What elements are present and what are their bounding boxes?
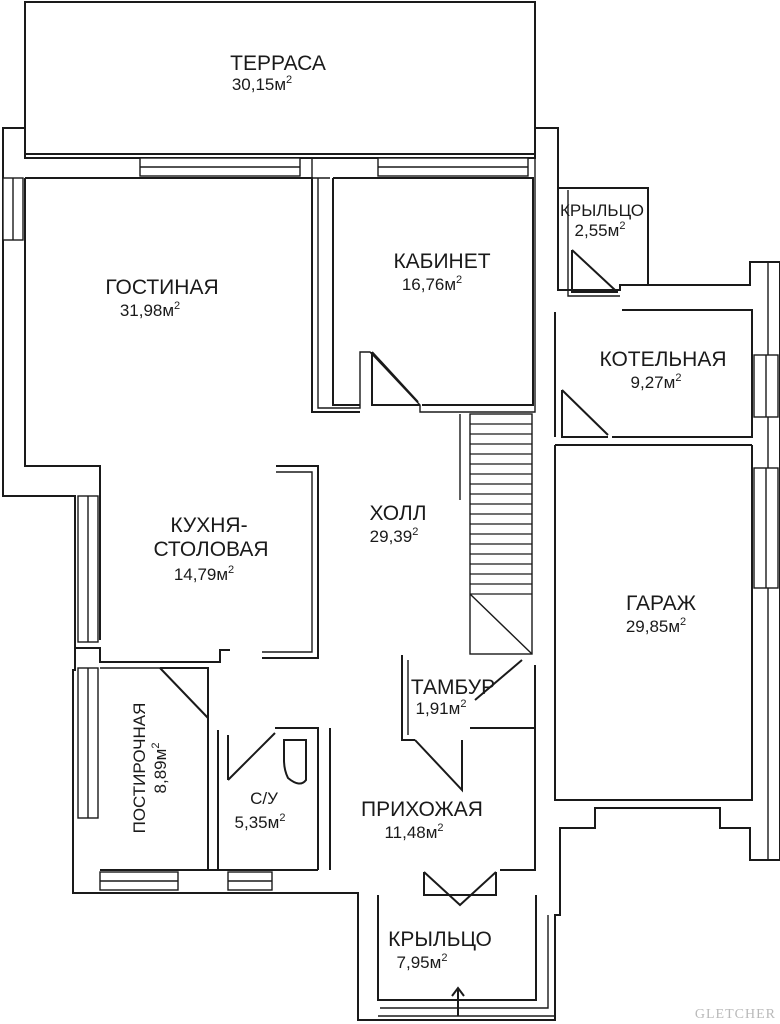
boiler-walls: [612, 309, 753, 438]
stair-steps: [470, 423, 532, 595]
vestibule-name: ТАМБУР: [411, 676, 495, 699]
porch-bottom-steps: [380, 915, 549, 1009]
study-name: КАБИНЕТ: [393, 250, 490, 273]
door-study-leaf: [371, 351, 419, 403]
boiler-name: КОТЕЛЬНАЯ: [599, 348, 726, 371]
hall-area: 29,392: [370, 526, 419, 546]
porch-top-inner: [567, 190, 620, 297]
entrance-east: [500, 665, 536, 871]
kitchen-counter-inner: [262, 471, 313, 653]
garage-east-bump: [752, 261, 769, 860]
kitchen-name-line2: СТОЛОВАЯ: [153, 538, 268, 561]
entrance-name: ПРИХОЖАЯ: [361, 798, 483, 821]
door-boiler-leaf: [561, 389, 609, 436]
kitchen-area: 14,79м2: [174, 564, 234, 584]
door-study: [371, 352, 420, 406]
porch-top-area: 2,55м2: [575, 220, 626, 240]
vestibule-walls: [401, 655, 415, 741]
porch-top-walls: [558, 187, 649, 285]
inner-wall-line: [25, 157, 536, 413]
boiler-area: 9,27м2: [631, 372, 682, 392]
porch-bottom-area: 7,95м2: [397, 952, 448, 972]
door-bath-leaf: [227, 732, 276, 781]
room-labels: ТЕРРАСА 30,15м2 КРЫЛЬЦО 2,55м2 ГОСТИНАЯ …: [105, 52, 726, 972]
vestibule-area: 1,91м2: [416, 698, 467, 718]
living-wall: [25, 177, 360, 413]
laundry-name: ПОСТИРОЧНАЯ: [130, 703, 149, 834]
living-name: ГОСТИНАЯ: [105, 276, 218, 299]
garage-name: ГАРАЖ: [626, 592, 697, 615]
terrace-name: ТЕРРАСА: [230, 52, 326, 75]
garage-walls: [554, 445, 753, 801]
windows: [2, 157, 779, 891]
porch-bottom-name: КРЫЛЬЦО: [388, 928, 492, 951]
living-west: [24, 178, 101, 640]
doors: [159, 249, 618, 1016]
door-boiler: [561, 390, 608, 438]
terrace-outline: [24, 1, 536, 155]
staircase: [459, 413, 533, 655]
door-vestibule: [414, 739, 463, 793]
kitchen-south-wall: [75, 647, 230, 663]
porch-top-name: КРЫЛЬЦО: [560, 201, 644, 220]
hall-name: ХОЛЛ: [370, 502, 427, 525]
bathroom-name: С/У: [250, 789, 278, 808]
kitchen-name-line1: КУХНЯ-: [170, 514, 247, 537]
door-laundry-leaf: [159, 667, 209, 719]
entrance-area: 11,48м2: [384, 822, 443, 842]
door-entrance-frame: [423, 872, 497, 896]
study-north: [333, 177, 534, 406]
garage-area: 29,85м2: [626, 616, 686, 636]
toilet-fixture: [283, 739, 307, 785]
door-porch-top: [571, 250, 618, 293]
kitchen-counter: [262, 465, 319, 659]
laundry-area: 8,89м2: [150, 743, 170, 794]
bathroom-area: 5,35м2: [235, 812, 286, 832]
living-area: 31,98м2: [120, 300, 180, 320]
watermark: GLETCHER: [695, 1007, 776, 1022]
terrace-area: 30,15м2: [232, 74, 292, 94]
outer-wall: [2, 127, 780, 1021]
door-vestibule-2: [474, 659, 523, 701]
bath-north-wall: [275, 727, 319, 870]
door-entrance-double: [423, 871, 497, 907]
study-west: [332, 178, 360, 406]
door-laundry: [160, 667, 209, 720]
stair-landing-diagonal: [469, 593, 533, 655]
entry-arrow-icon: [451, 986, 465, 1016]
door-porch-top-leaf: [571, 249, 616, 291]
study-area: 16,76м2: [402, 274, 462, 294]
